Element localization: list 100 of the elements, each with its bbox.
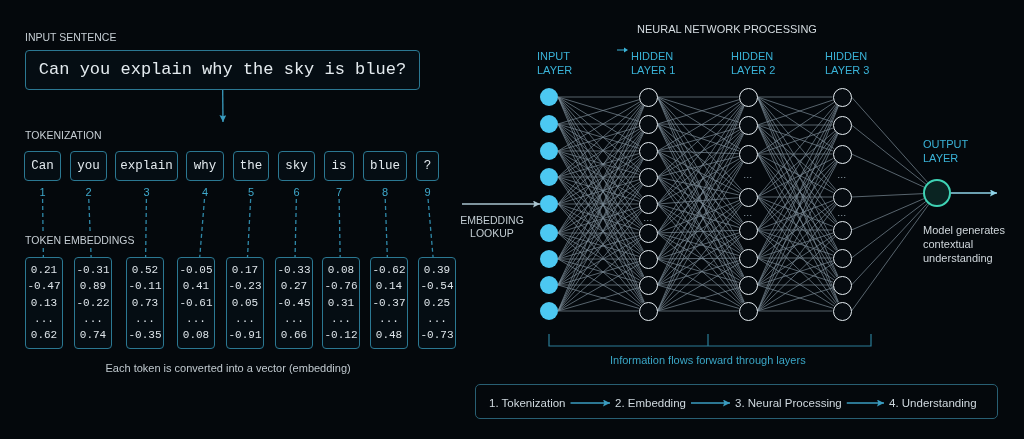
vector-value: 0.48 — [375, 329, 403, 342]
vector-value: -0.91 — [228, 329, 262, 342]
connection-line — [757, 257, 833, 259]
connection-line — [757, 310, 833, 312]
connection-line — [657, 176, 743, 279]
hidden-neuron — [638, 249, 658, 269]
connection-line — [657, 96, 742, 191]
sentence-text: Can you explain why the sky is blue? — [38, 59, 407, 81]
layer-heading: HIDDEN LAYER 2 — [731, 49, 777, 77]
input-neuron — [540, 115, 558, 133]
hidden-neuron — [832, 187, 852, 207]
connection-line — [657, 203, 740, 228]
token-text: why — [193, 158, 217, 174]
vector-value: 0.08 — [327, 264, 355, 277]
vector-value: 0.13 — [30, 296, 58, 310]
token-text: explain — [120, 158, 173, 174]
dashed-connector — [246, 198, 252, 258]
dashed-connector — [41, 198, 45, 258]
connection-line — [557, 157, 642, 234]
ellipsis: ... — [837, 172, 847, 179]
connection-line — [757, 153, 836, 224]
vector-value: 0.73 — [131, 296, 159, 310]
vector-value: -0.61 — [179, 296, 213, 310]
vector-value: -0.73 — [420, 329, 454, 342]
arrow — [950, 189, 998, 197]
hidden-neuron — [738, 144, 758, 164]
connection-line — [657, 150, 740, 194]
dashed-connector — [427, 198, 434, 258]
vector-value: 0.27 — [280, 280, 308, 294]
vector-value: -0.54 — [420, 280, 454, 294]
dashed-connector — [199, 198, 206, 258]
token-text: is — [331, 158, 347, 174]
vector-value: -0.62 — [372, 264, 406, 277]
connection-line — [657, 284, 739, 286]
pipeline-step: 3. Neural Processing — [730, 395, 847, 411]
connection-line — [657, 123, 739, 126]
input-neuron — [540, 142, 558, 160]
connection-line — [657, 123, 743, 224]
vector-value: ... — [34, 312, 54, 326]
connection-line — [757, 160, 836, 231]
token-number: 4 — [201, 186, 209, 199]
connection-line — [757, 124, 836, 192]
hidden-neuron — [738, 301, 758, 321]
sentence-box — [25, 50, 420, 90]
ellipsis: ... — [837, 210, 847, 217]
connection-line — [657, 158, 741, 205]
input-neuron — [540, 88, 558, 106]
embedding-vector-box — [322, 257, 360, 349]
connection-line — [657, 176, 744, 304]
connection-line — [557, 123, 639, 125]
token-text: you — [77, 158, 100, 174]
connection-line — [657, 150, 739, 155]
connection-line — [757, 196, 833, 198]
vector-value: ... — [427, 312, 447, 326]
vector-value: ... — [235, 312, 255, 326]
connection-line — [757, 203, 836, 286]
token-number: 1 — [38, 186, 47, 199]
connection-line — [557, 203, 639, 205]
connection-line — [757, 236, 836, 312]
layer-heading: OUTPUT LAYER — [923, 137, 970, 165]
hidden-neuron — [638, 87, 658, 107]
section-heading: INPUT SENTENCE — [25, 31, 117, 44]
pipeline-panel — [475, 384, 998, 419]
connection-line — [557, 150, 642, 227]
vector-value: 0.05 — [231, 296, 259, 310]
dashed-connector — [338, 198, 341, 258]
embedding-vector-box — [226, 257, 264, 349]
pipeline-step: 4. Understanding — [884, 395, 982, 411]
connection-line — [657, 96, 739, 98]
connection-line — [757, 153, 837, 251]
connection-line — [657, 102, 742, 178]
embedding-vector-box — [126, 257, 164, 349]
vector-value: -0.31 — [76, 264, 110, 277]
token-number: 7 — [335, 186, 343, 199]
token-number: 6 — [292, 186, 301, 199]
vector-value: 0.52 — [131, 264, 159, 277]
vector-value: -0.22 — [76, 296, 110, 310]
token-text: blue — [370, 158, 400, 174]
connection-line — [657, 159, 742, 234]
input-neuron — [540, 276, 558, 294]
connection-line — [557, 96, 639, 98]
token-number: 9 — [423, 186, 432, 199]
connection-line — [757, 96, 833, 98]
connection-line — [851, 124, 927, 185]
vector-value: -0.37 — [372, 296, 406, 310]
vector-value: 0.39 — [423, 264, 451, 277]
connection-line — [757, 196, 835, 253]
vector-value: 0.21 — [30, 264, 58, 277]
arrow — [219, 89, 227, 123]
layer-heading: INPUT LAYER — [537, 49, 574, 77]
connection-line — [757, 130, 836, 198]
vector-value: 0.31 — [327, 296, 355, 310]
vector-value: -0.23 — [228, 280, 262, 294]
hidden-neuron — [832, 144, 852, 164]
vector-value: ... — [379, 312, 399, 326]
connection-line — [757, 229, 833, 231]
hidden-neuron — [738, 220, 758, 240]
pipeline-step: 2. Embedding — [610, 395, 691, 411]
hidden-neuron — [638, 301, 658, 321]
section-heading: NEURAL NETWORK PROCESSING — [637, 22, 817, 36]
